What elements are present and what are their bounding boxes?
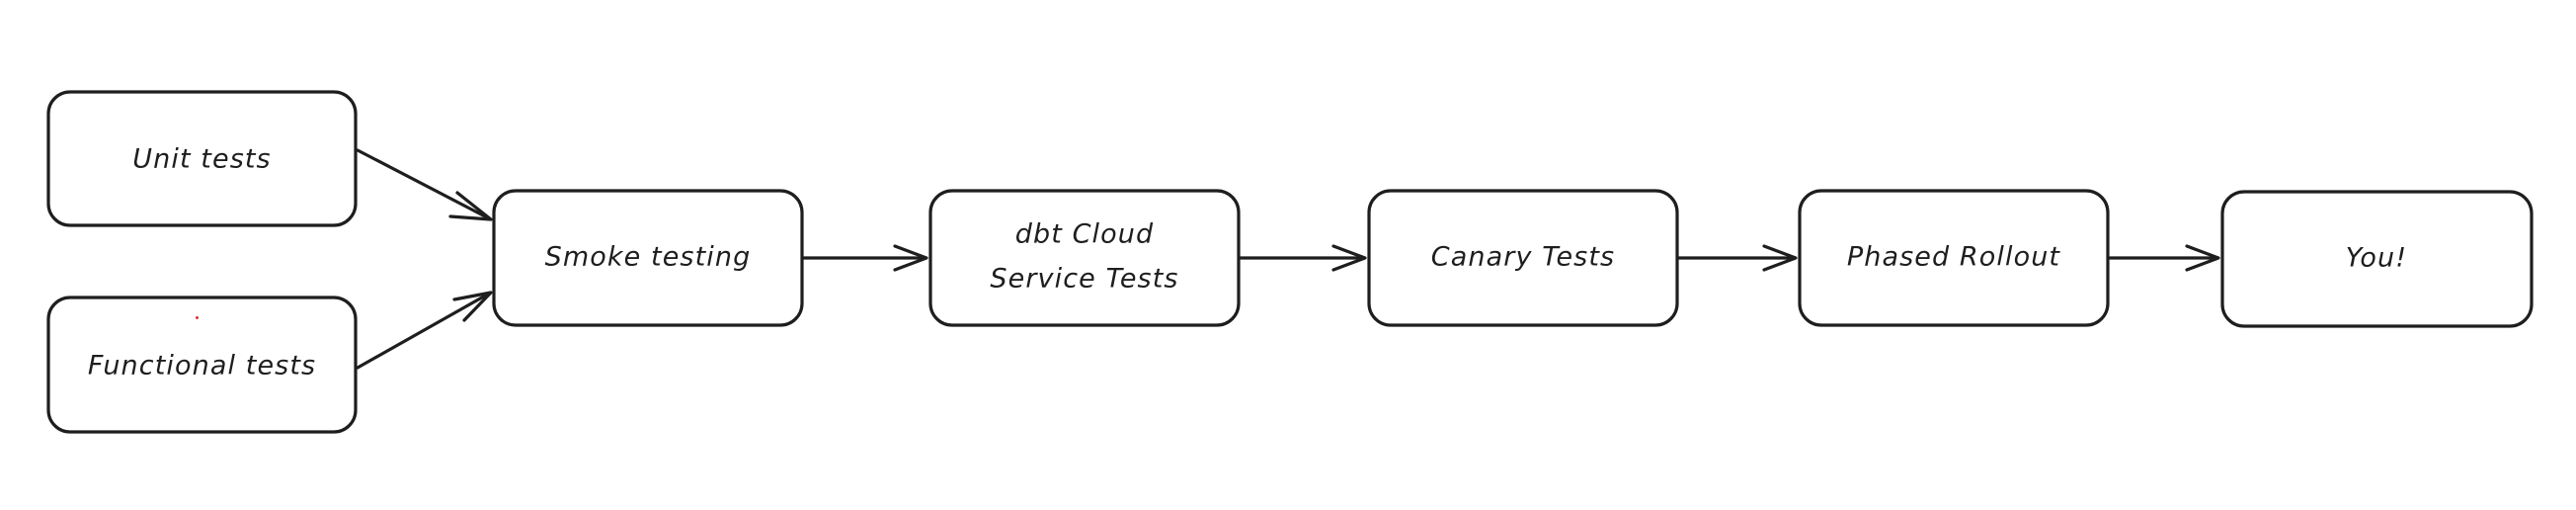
node-phased-rollout[interactable]: Phased Rollout [1798,189,2110,327]
edge-unit-to-smoke[interactable] [356,148,493,221]
node-functional-tests-label: Functional tests [88,351,316,382]
edge-smoke-to-dbt[interactable] [802,244,928,272]
node-unit-tests-label: Unit tests [132,144,271,175]
edge-dbt-to-canary[interactable] [1239,244,1367,272]
node-canary-tests[interactable]: Canary Tests [1367,189,1679,327]
node-smoke-testing-label: Smoke testing [545,242,752,273]
node-dbt-cloud-service-tests-label-line1: dbt Cloud [1015,219,1154,250]
node-phased-rollout-label: Phased Rollout [1847,242,2061,273]
edge-canary-to-phased[interactable] [1677,244,1798,272]
node-you-shape[interactable] [2220,190,2534,328]
node-phased-rollout-shape[interactable] [1798,189,2110,327]
node-dbt-cloud-service-tests-shape[interactable] [928,189,1241,327]
node-you-label: You! [2346,243,2407,274]
edge-phased-to-you[interactable] [2108,244,2220,272]
edge-functional-to-smoke[interactable] [356,291,493,370]
node-smoke-testing-shape[interactable] [492,189,804,327]
node-dbt-cloud-service-tests-label-line2: Service Tests [990,264,1178,295]
node-dbt-cloud-service-tests[interactable]: dbt Cloud Service Tests [928,189,1241,327]
node-functional-tests[interactable]: Functional tests [46,296,358,434]
node-functional-tests-shape[interactable] [46,296,358,434]
stray-red-speck [196,316,199,319]
node-smoke-testing[interactable]: Smoke testing [492,189,804,327]
node-canary-tests-shape[interactable] [1367,189,1679,327]
node-unit-tests[interactable]: Unit tests [46,90,358,227]
node-canary-tests-label: Canary Tests [1431,242,1615,273]
node-you[interactable]: You! [2220,190,2534,328]
node-unit-tests-shape[interactable] [46,90,358,227]
